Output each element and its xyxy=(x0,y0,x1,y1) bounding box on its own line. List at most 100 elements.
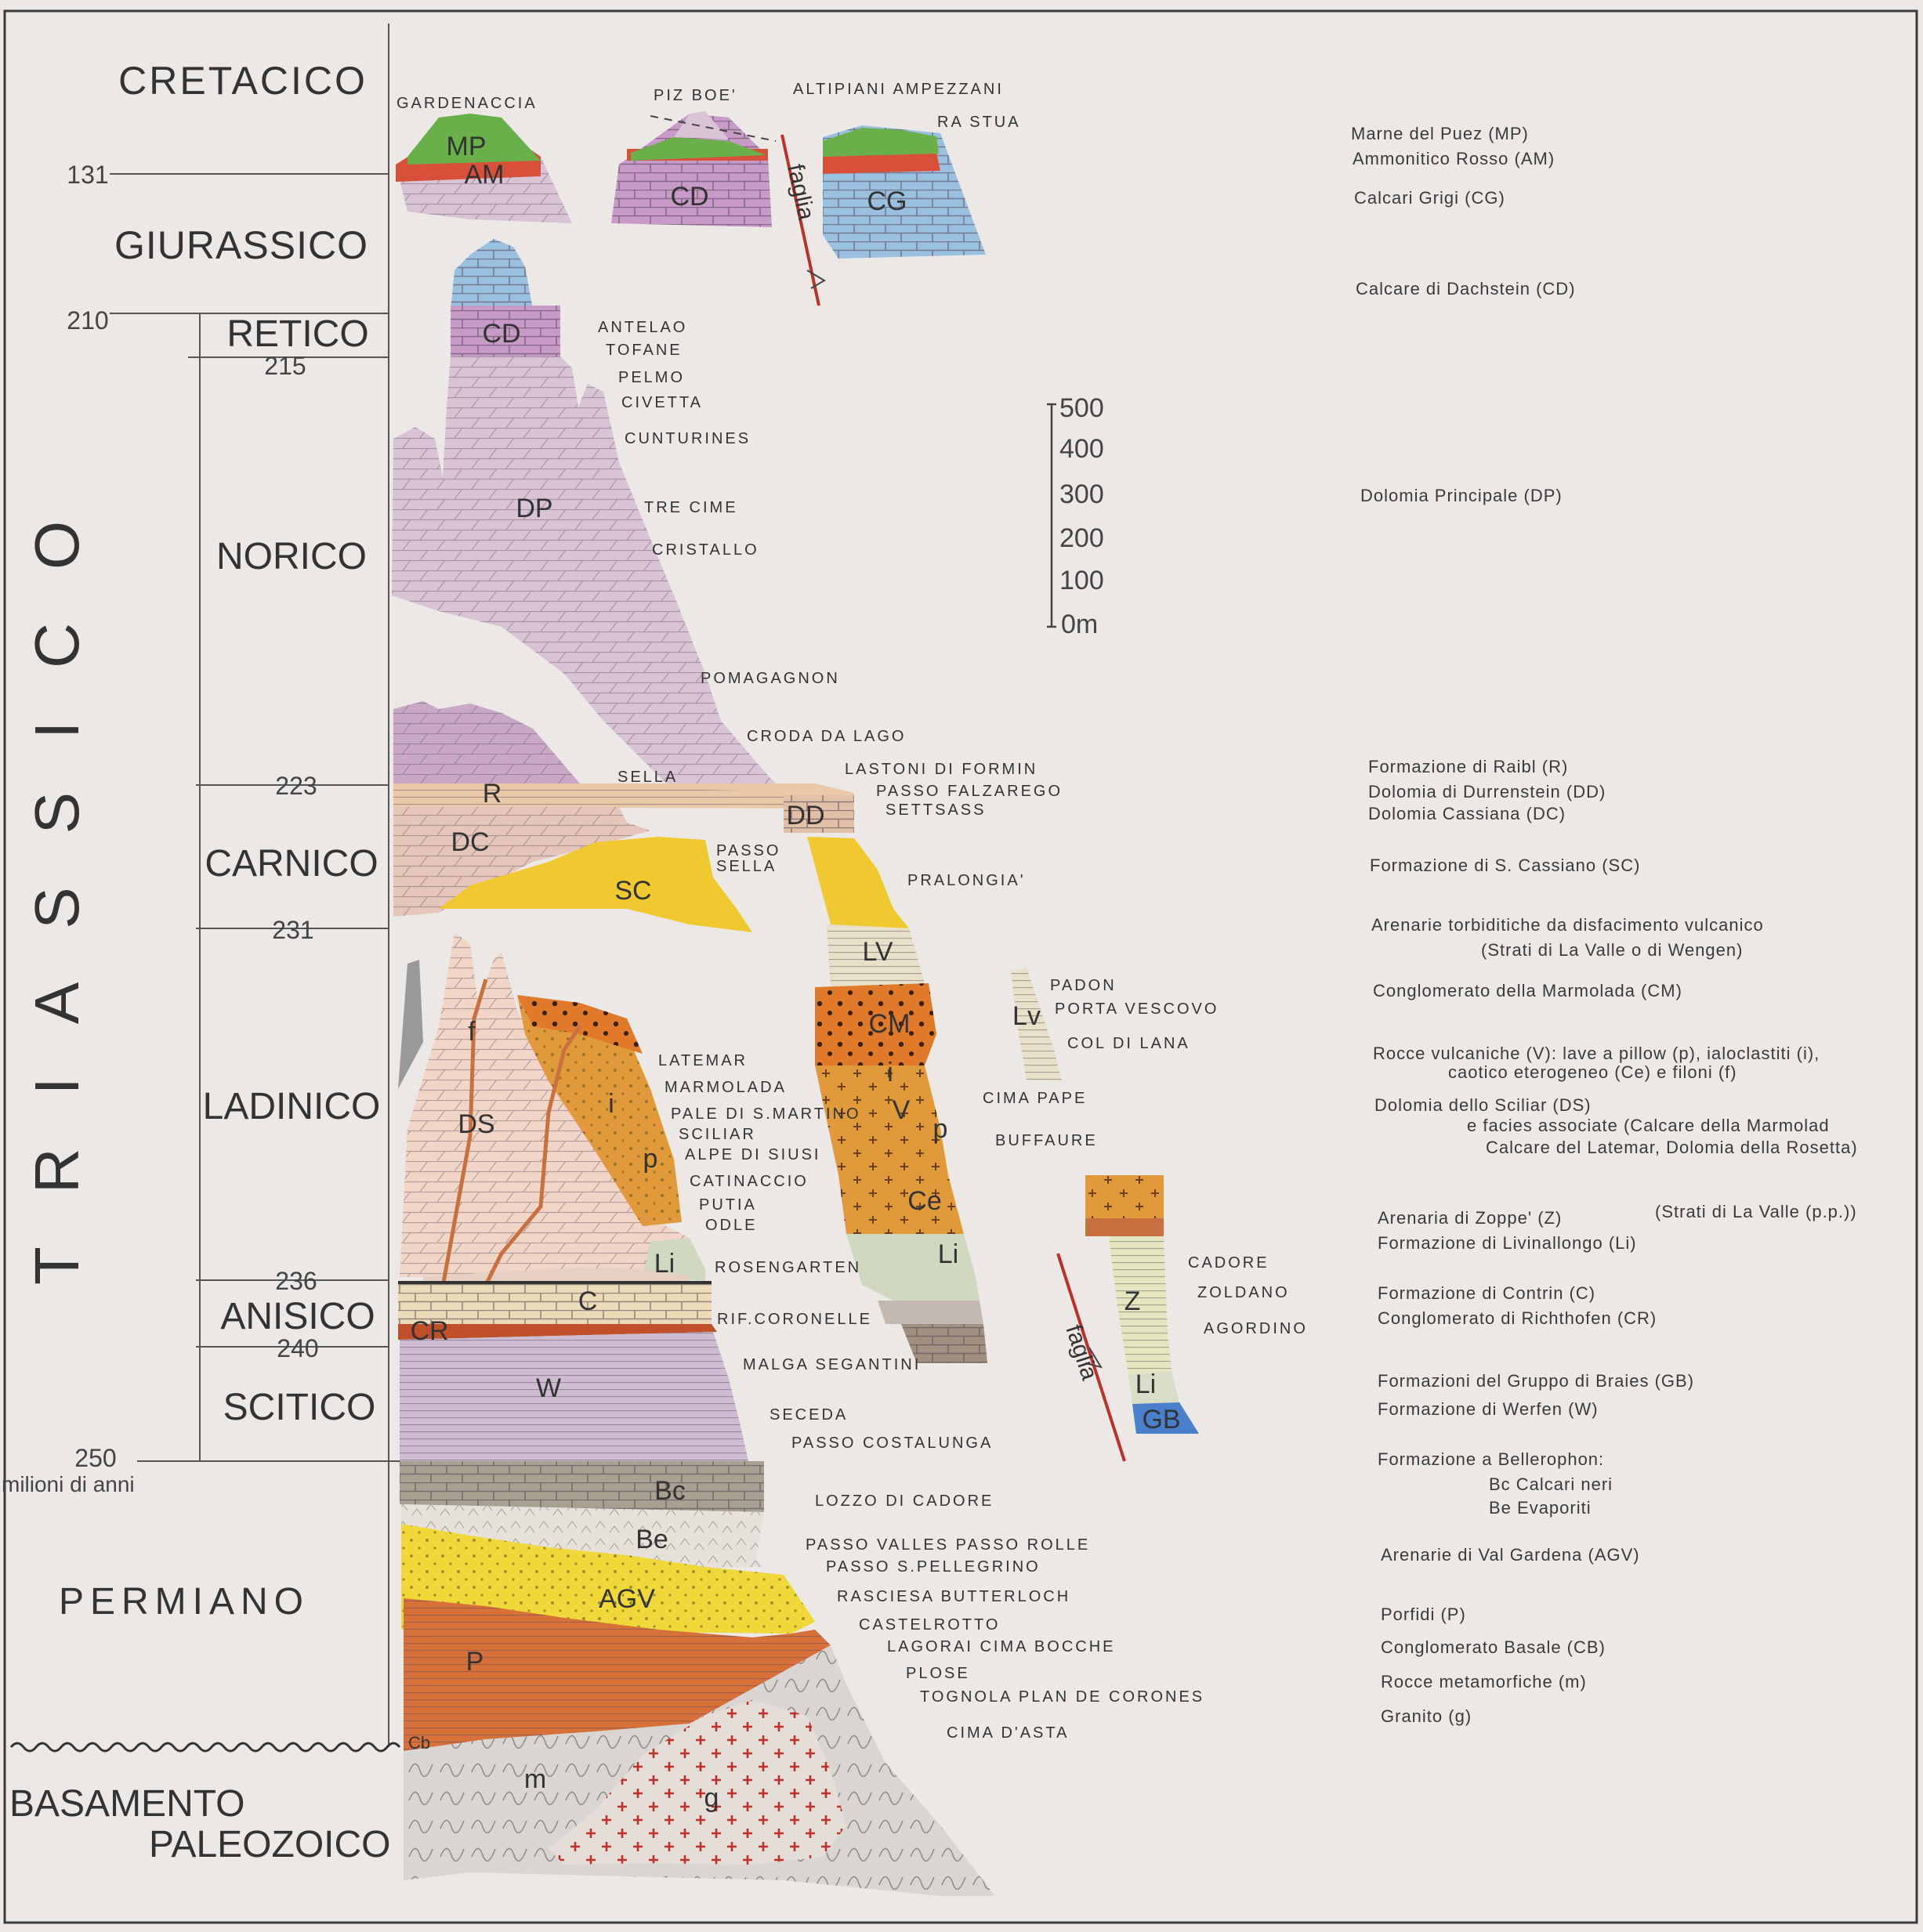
place-passo-sella-1: PASSO xyxy=(716,842,780,859)
scale-0m: 0m xyxy=(1061,610,1098,639)
fault-label-bottom: faglia xyxy=(1060,1322,1103,1384)
place-sella: SELLA xyxy=(617,769,678,786)
scale-300: 300 xyxy=(1059,479,1104,509)
place-civetta: CIVETTA xyxy=(621,394,703,411)
code-p-porfidi: P xyxy=(466,1647,484,1677)
age-236: 236 xyxy=(275,1267,317,1295)
legend-item: Ammonitico Rosso (AM) xyxy=(1353,149,1555,169)
place-malga: MALGA SEGANTINI xyxy=(743,1356,921,1373)
legend-item: Rocce vulcaniche (V): lave a pillow (p),… xyxy=(1373,1044,1820,1064)
code-li-left: Li xyxy=(654,1249,675,1279)
place-cima-asta: CIMA D'ASTA xyxy=(947,1724,1069,1742)
place-col-di-lana: COL DI LANA xyxy=(1067,1035,1190,1052)
place-rosengarten: ROSENGARTEN xyxy=(715,1259,861,1276)
code-w: W xyxy=(536,1373,561,1403)
code-ds: DS xyxy=(458,1109,494,1139)
place-falzarego: PASSO FALZAREGO xyxy=(876,783,1063,800)
legend-item: (Strati di La Valle (p.p.)) xyxy=(1655,1202,1857,1222)
period-cretacico: CRETACICO xyxy=(118,59,368,103)
code-f: f xyxy=(468,1017,476,1047)
code-cd: CD xyxy=(482,319,520,349)
place-rasciesa: RASCIESA BUTTERLOCH xyxy=(837,1588,1070,1605)
place-costalunga: PASSO COSTALUNGA xyxy=(791,1435,993,1452)
code-m: m xyxy=(524,1764,546,1794)
place-ra-stua: RA STUA xyxy=(937,114,1021,131)
age-215: 215 xyxy=(264,352,306,380)
place-buffaure: BUFFAURE xyxy=(995,1132,1098,1149)
code-cd-top: CD xyxy=(670,182,708,212)
code-v: V xyxy=(893,1095,911,1125)
bc-band xyxy=(400,1461,764,1512)
legend-item: e facies associate (Calcare della Marmol… xyxy=(1467,1116,1830,1136)
place-marmolada: MARMOLADA xyxy=(665,1079,787,1096)
legend-item: Calcare del Latemar, Dolomia della Roset… xyxy=(1486,1138,1858,1158)
code-dd: DD xyxy=(786,801,824,830)
code-li-right: Li xyxy=(1135,1369,1156,1399)
place-lastoni: LASTONI DI FORMIN xyxy=(845,761,1038,778)
age-210: 210 xyxy=(67,306,108,335)
legend-item: Arenarie di Val Gardena (AGV) xyxy=(1381,1545,1640,1565)
place-tognola: TOGNOLA PLAN DE CORONES xyxy=(920,1688,1204,1706)
place-padon: PADON xyxy=(1050,977,1117,994)
place-cunturines: CUNTURINES xyxy=(625,430,751,447)
code-r: R xyxy=(483,779,502,809)
code-agv: AGV xyxy=(599,1584,655,1614)
age-131: 131 xyxy=(67,161,108,189)
place-lozzo: LOZZO DI CADORE xyxy=(815,1492,994,1510)
place-plose: PLOSE xyxy=(906,1665,970,1682)
code-cm: CM xyxy=(869,1009,911,1039)
outer-frame xyxy=(5,11,1917,1923)
fault-top: faglia xyxy=(782,135,824,306)
legend-item: Bc Calcari neri xyxy=(1489,1474,1613,1495)
place-tofane: TOFANE xyxy=(606,342,683,359)
code-z: Z xyxy=(1124,1286,1141,1316)
code-c: C xyxy=(578,1286,598,1316)
code-p-left: p xyxy=(643,1144,658,1174)
code-p-right: p xyxy=(933,1114,948,1144)
code-cr: CR xyxy=(410,1316,448,1346)
code-mp: MP xyxy=(447,132,487,161)
legend-item: Rocce metamorfiche (m) xyxy=(1381,1672,1587,1692)
place-putia: PUTIA xyxy=(699,1196,757,1214)
place-pelmo: PELMO xyxy=(618,369,685,386)
place-cadore: CADORE xyxy=(1188,1254,1269,1272)
code-i-right: i xyxy=(887,1058,893,1087)
stage-scitico: SCITICO xyxy=(223,1387,376,1428)
period-triassico: TRIASSICO xyxy=(22,468,92,1285)
place-tre-cime: TRE CIME xyxy=(644,499,738,516)
code-be: Be xyxy=(636,1525,668,1554)
legend-item: Dolomia Principale (DP) xyxy=(1360,486,1563,506)
legend-item: Formazioni del Gruppo di Braies (GB) xyxy=(1378,1371,1694,1391)
age-223: 223 xyxy=(275,772,317,800)
dp-lens-lower xyxy=(393,701,580,783)
legend-item: Formazione di Raibl (R) xyxy=(1368,757,1568,777)
legend-item: Formazione a Bellerophon: xyxy=(1378,1449,1604,1470)
place-gardenaccia: GARDENACCIA xyxy=(397,95,538,112)
place-latemar: LATEMAR xyxy=(658,1052,748,1069)
legend-item: Formazione di Werfen (W) xyxy=(1378,1399,1599,1420)
place-cima-pape: CIMA PAPE xyxy=(983,1090,1087,1107)
legend-item: Conglomerato di Richthofen (CR) xyxy=(1378,1308,1657,1329)
stage-anisico: ANISICO xyxy=(220,1296,375,1337)
code-cg: CG xyxy=(867,186,907,216)
place-sciliar: SCILIAR xyxy=(679,1126,756,1143)
place-castelrotto: CASTELROTTO xyxy=(859,1616,1000,1634)
stage-norico: NORICO xyxy=(216,536,367,577)
place-valles: PASSO VALLES PASSO ROLLE xyxy=(806,1536,1090,1554)
place-cristallo: CRISTALLO xyxy=(652,541,759,559)
place-coronelle: RIF.CORONELLE xyxy=(717,1311,872,1328)
place-odle: ODLE xyxy=(705,1217,757,1234)
code-ce: Ce xyxy=(907,1186,941,1216)
werfen-band xyxy=(400,1332,748,1461)
unconformity-wave xyxy=(11,1743,400,1751)
place-antelao: ANTELAO xyxy=(598,319,687,336)
place-pralongia: PRALONGIA' xyxy=(907,872,1026,889)
legend-item: Marne del Puez (MP) xyxy=(1351,124,1529,144)
place-pomagagnon: POMAGAGNON xyxy=(701,670,840,687)
code-lv: LV xyxy=(862,937,893,967)
stage-retico: RETICO xyxy=(226,313,368,355)
legend-item: Formazione di Livinallongo (Li) xyxy=(1378,1233,1637,1254)
place-croda: CRODA DA LAGO xyxy=(747,728,907,745)
scale-500: 500 xyxy=(1059,393,1104,423)
